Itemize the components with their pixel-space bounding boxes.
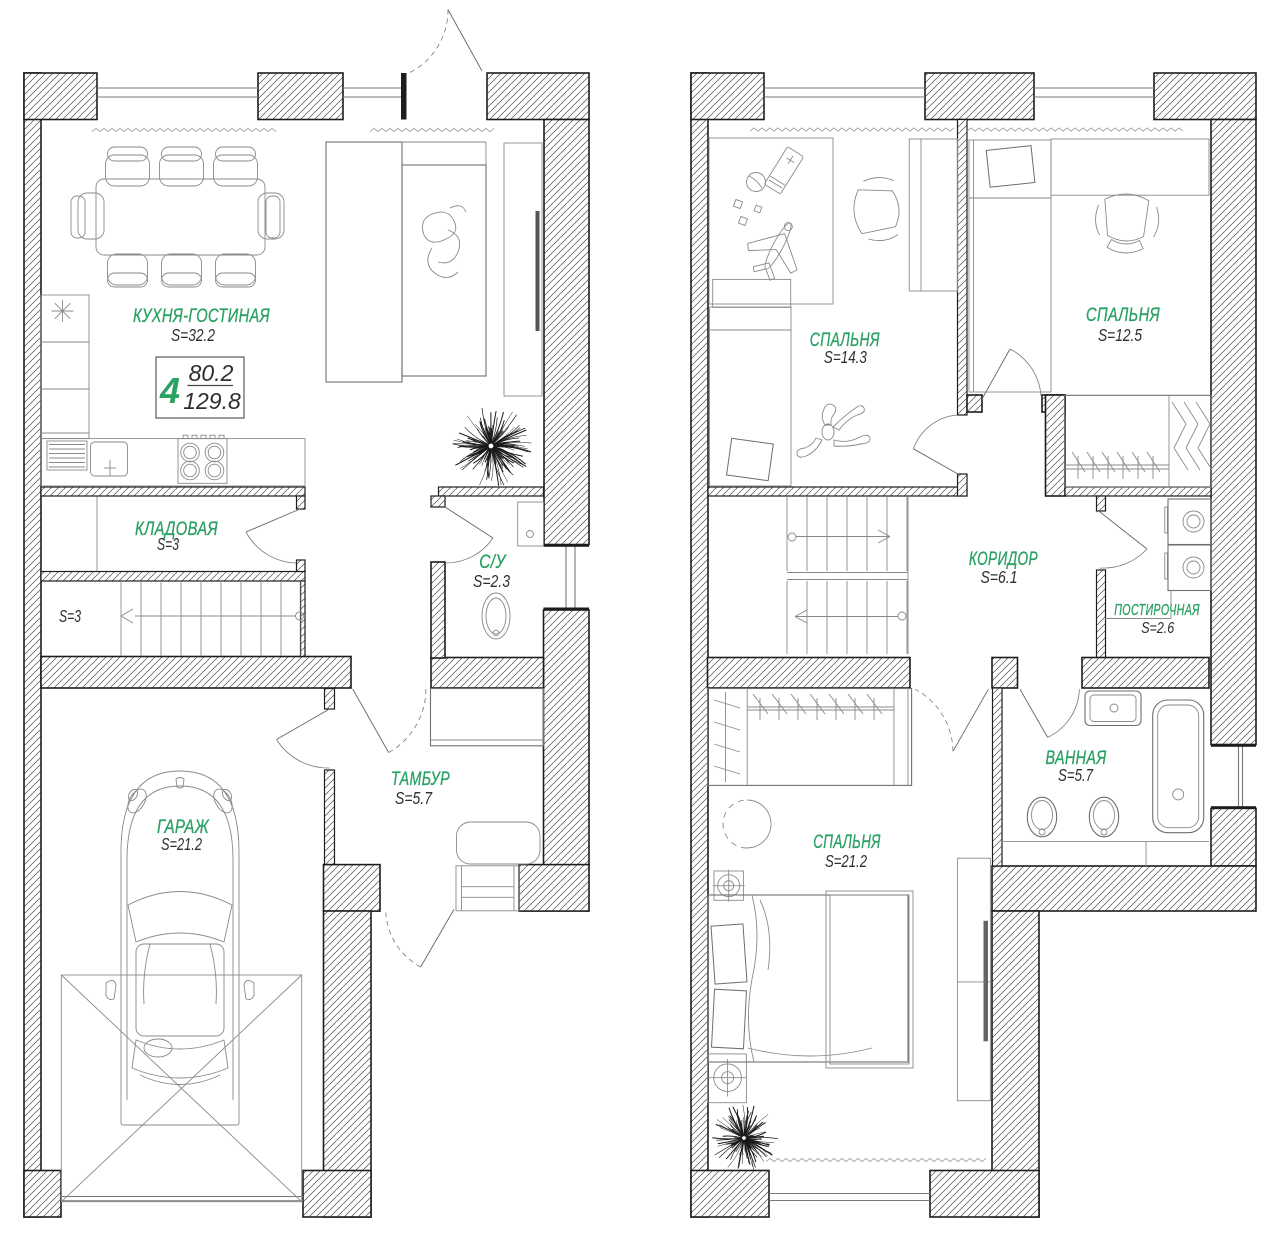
svg-text:ГАРАЖ: ГАРАЖ: [157, 817, 210, 838]
svg-text:СПАЛЬНЯ: СПАЛЬНЯ: [813, 832, 881, 853]
svg-text:S=14.3: S=14.3: [824, 347, 867, 367]
svg-text:S=21.2: S=21.2: [825, 851, 867, 871]
svg-text:S=12.5: S=12.5: [1098, 325, 1142, 345]
svg-text:S=6.1: S=6.1: [981, 567, 1018, 587]
svg-text:КУХНЯ-ГОСТИНАЯ: КУХНЯ-ГОСТИНАЯ: [133, 306, 270, 327]
svg-text:S=3: S=3: [59, 606, 81, 626]
svg-text:СПАЛЬНЯ: СПАЛЬНЯ: [1086, 305, 1160, 326]
svg-text:S=3: S=3: [157, 534, 179, 554]
svg-text:СПАЛЬНЯ: СПАЛЬНЯ: [810, 330, 880, 351]
svg-text:КЛАДОВАЯ: КЛАДОВАЯ: [135, 519, 218, 540]
svg-text:S=5.7: S=5.7: [395, 788, 433, 808]
svg-text:ВАННАЯ: ВАННАЯ: [1046, 748, 1107, 769]
svg-text:КОРИДОР: КОРИДОР: [969, 549, 1038, 570]
svg-text:80.2: 80.2: [189, 360, 234, 386]
svg-text:4: 4: [159, 370, 180, 411]
svg-text:S=5.7: S=5.7: [1058, 765, 1094, 785]
svg-text:S=2.6: S=2.6: [1141, 620, 1174, 637]
svg-text:S=2.3: S=2.3: [473, 571, 510, 591]
svg-text:129.8: 129.8: [183, 388, 241, 414]
svg-text:ПОСТИРОЧНАЯ: ПОСТИРОЧНАЯ: [1114, 602, 1200, 619]
svg-text:С/У: С/У: [479, 552, 507, 573]
svg-text:ТАМБУР: ТАМБУР: [391, 769, 450, 790]
svg-text:S=32.2: S=32.2: [171, 325, 215, 345]
svg-text:S=21.2: S=21.2: [161, 834, 202, 854]
